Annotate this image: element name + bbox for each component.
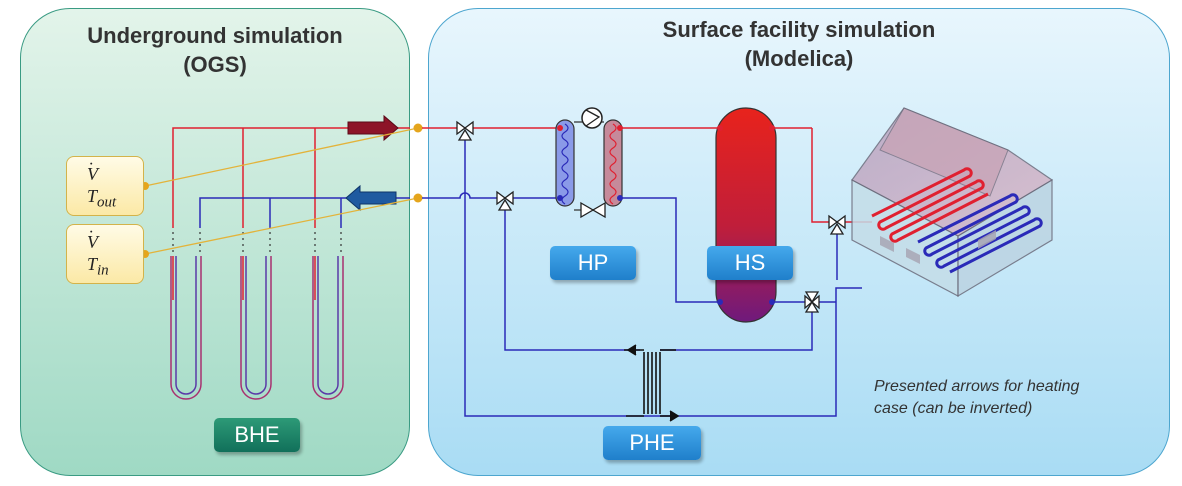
heat-storage-label: HS <box>707 246 793 280</box>
hot-flow-arrow <box>347 114 399 142</box>
outlet-signal-box: ·V Tout <box>66 156 144 216</box>
heating-case-note: Presented arrows for heating case (can b… <box>874 376 1164 420</box>
plate-heat-exchanger <box>624 344 680 422</box>
cold-flow-arrow <box>345 184 397 212</box>
note-line-2: case (can be inverted) <box>874 400 1033 417</box>
bhe-label: BHE <box>214 418 300 452</box>
surface-subtitle: (Modelica) <box>744 46 854 71</box>
valves <box>456 120 846 313</box>
underground-subtitle: (OGS) <box>183 52 247 77</box>
temperature-symbol: T <box>87 186 98 206</box>
bhe-field <box>170 127 410 400</box>
underground-title: Underground simulation <box>87 23 343 48</box>
heat-storage-tank <box>715 107 777 323</box>
plate-heat-exchanger-label: PHE <box>603 426 701 460</box>
flow-rate-symbol: V <box>87 164 98 184</box>
temperature-subscript: in <box>97 262 109 279</box>
flow-rate-symbol: V <box>87 232 98 252</box>
heat-pump <box>555 107 623 219</box>
surface-pipes <box>422 127 872 417</box>
surface-title: Surface facility simulation <box>662 17 936 42</box>
building <box>851 107 1054 298</box>
signal-lines <box>144 127 419 255</box>
temperature-symbol: T <box>87 254 98 274</box>
temperature-subscript: out <box>97 194 117 211</box>
note-line-1: Presented arrows for heating <box>874 378 1080 395</box>
heat-pump-label: HP <box>550 246 636 280</box>
inlet-signal-box: ·V Tin <box>66 224 144 284</box>
